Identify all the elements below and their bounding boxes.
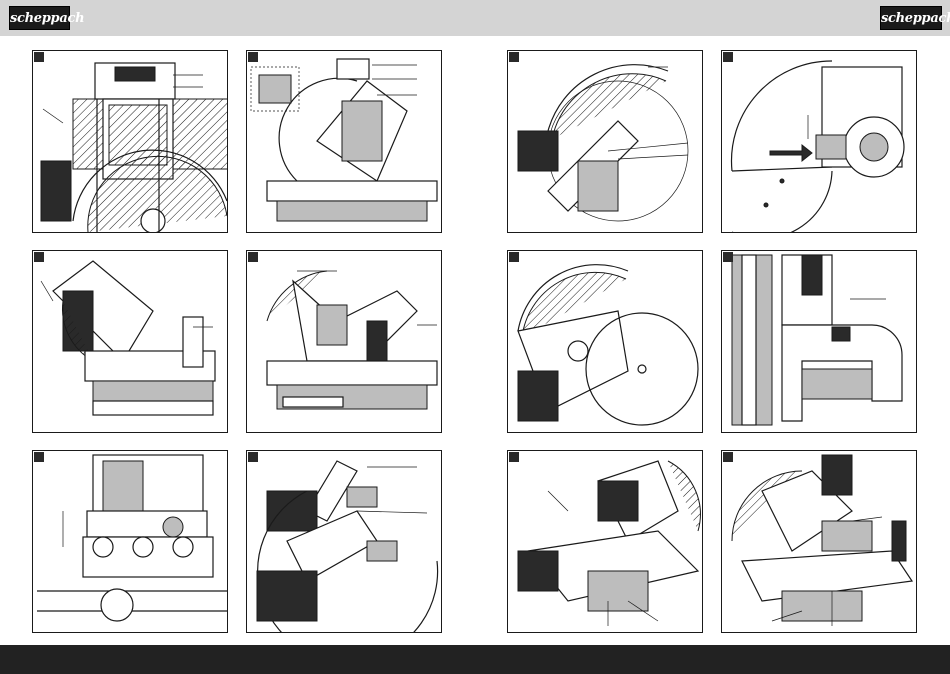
figure-number-badge	[509, 52, 519, 62]
figure-panel-9	[32, 450, 228, 633]
figure-panel-1	[32, 50, 228, 233]
figure-number-badge	[34, 52, 44, 62]
page-footer	[0, 645, 950, 674]
lock-button-arrow-illustration	[722, 51, 916, 232]
saw-rear-view-illustration	[33, 51, 227, 232]
figure-number-badge	[723, 252, 733, 262]
figure-number-badge	[723, 52, 733, 62]
figure-number-badge	[509, 452, 519, 462]
scheppach-logo-left: scheppach	[9, 6, 70, 30]
figure-panel-7	[507, 250, 703, 433]
figure-panel-11	[507, 450, 703, 633]
figure-panel-3	[507, 50, 703, 233]
blade-removal-illustration	[508, 251, 702, 432]
blade-cover-illustration	[247, 451, 441, 632]
figure-panel-2	[246, 50, 442, 233]
saw-clamp-illustration	[722, 451, 916, 632]
figure-number-badge	[248, 52, 258, 62]
figure-number-badge	[248, 452, 258, 462]
figure-panel-10	[246, 450, 442, 633]
figure-panel-12	[721, 450, 917, 633]
saw-angle-right-illustration	[508, 451, 702, 632]
figure-panel-5	[32, 250, 228, 433]
figure-panel-6	[246, 250, 442, 433]
blade-guard-closeup-illustration	[508, 51, 702, 232]
figure-number-badge	[248, 252, 258, 262]
figure-number-badge	[34, 252, 44, 262]
handle-switch-illustration	[722, 251, 916, 432]
figure-number-badge	[34, 452, 44, 462]
saw-front-view-illustration	[247, 251, 441, 432]
figure-number-badge	[723, 452, 733, 462]
page-header: scheppach scheppach	[0, 0, 950, 36]
figure-panel-8	[721, 250, 917, 433]
saw-top-detail-illustration	[33, 451, 227, 632]
saw-side-view-illustration	[247, 51, 441, 232]
scheppach-logo-right: scheppach	[880, 6, 942, 30]
figure-number-badge	[509, 252, 519, 262]
figure-panel-4	[721, 50, 917, 233]
saw-tilted-illustration	[33, 251, 227, 432]
